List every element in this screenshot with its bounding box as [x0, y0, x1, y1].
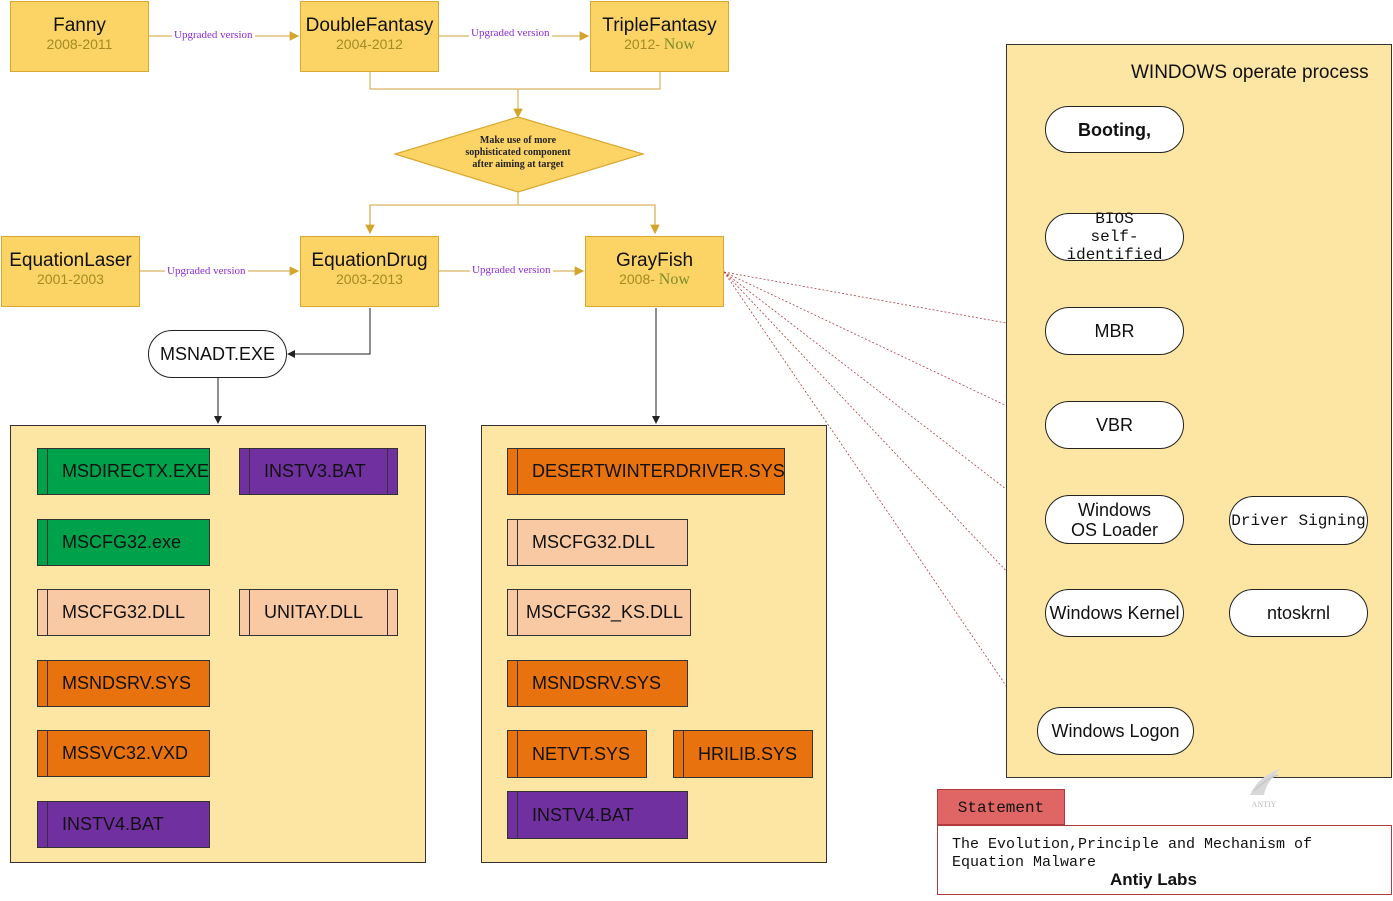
grayfish-files-panel	[481, 425, 827, 863]
ntoskrnl-node[interactable]: ntoskrnl	[1229, 589, 1368, 637]
node-grayfish[interactable]: GrayFish 2008- Now	[585, 236, 724, 307]
msnadt-node[interactable]: MSNADT.EXE	[148, 330, 287, 378]
step-os-loader-line2: OS Loader	[1070, 519, 1159, 540]
file-instv4-bat[interactable]: INSTV4.BAT	[37, 801, 210, 848]
equationdrug-files-panel	[10, 425, 426, 863]
statement-tab: Statement	[937, 789, 1065, 825]
antiy-logo-mark	[1250, 769, 1280, 795]
step-booting[interactable]: Booting,	[1045, 106, 1184, 153]
statement-org: Antiy Labs	[1110, 870, 1197, 889]
file-desertwinterdriver-sys[interactable]: DESERTWINTERDRIVER.SYS	[507, 448, 785, 495]
node-fanny-years: 2008-2011	[46, 36, 113, 52]
file-unitay-dll[interactable]: UNITAY.DLL	[239, 589, 398, 636]
node-triplefantasy-name: TripleFantasy	[602, 15, 717, 36]
file-mscfg32-exe[interactable]: MSCFG32.exe	[37, 519, 210, 566]
decision-line-1: Make use of more	[480, 135, 557, 146]
decision-line-2: sophisticated component	[465, 147, 571, 158]
driver-signing-node[interactable]: Driver Signing	[1229, 496, 1368, 545]
file-msdirectx-exe[interactable]: MSDIRECTX.EXE	[37, 448, 210, 495]
node-equationlaser-years: 2001-2003	[37, 271, 104, 287]
edge-label-fanny-double: Upgraded version	[172, 29, 255, 41]
node-equationlaser[interactable]: EquationLaser 2001-2003	[1, 236, 140, 307]
file-mscfg32-ks-dll[interactable]: MSCFG32_KS.DLL	[507, 589, 691, 636]
node-triplefantasy-years: 2012-	[624, 36, 660, 52]
file-netvt-sys[interactable]: NETVT.SYS	[507, 730, 647, 778]
step-vbr[interactable]: VBR	[1045, 401, 1184, 449]
file-hrilib-sys[interactable]: HRILIB.SYS	[673, 730, 813, 778]
node-equationlaser-name: EquationLaser	[9, 250, 132, 271]
edge-label-double-triple: Upgraded version	[469, 27, 552, 39]
antiy-logo: ANTIY	[1244, 765, 1284, 811]
node-grayfish-years: 2008-	[619, 271, 655, 287]
node-triplefantasy-now: Now	[663, 36, 695, 53]
file-instv3-bat[interactable]: INSTV3.BAT	[239, 448, 398, 495]
node-equationdrug-name: EquationDrug	[311, 250, 428, 271]
step-mbr[interactable]: MBR	[1045, 307, 1184, 355]
node-grayfish-name: GrayFish	[615, 250, 694, 271]
step-os-loader[interactable]: Windows OS Loader	[1045, 495, 1184, 544]
node-fanny[interactable]: Fanny 2008-2011	[10, 1, 149, 72]
windows-process-title: WINDOWS operate process	[1131, 62, 1369, 83]
node-triplefantasy[interactable]: TripleFantasy 2012- Now	[590, 1, 729, 72]
node-doublefantasy[interactable]: DoubleFantasy 2004-2012	[300, 1, 439, 72]
node-doublefantasy-name: DoubleFantasy	[305, 15, 434, 36]
node-fanny-name: Fanny	[53, 15, 106, 36]
statement-box: The Evolution,Principle and Mechanism of…	[937, 825, 1392, 895]
file-mscfg32-dll-gf[interactable]: MSCFG32.DLL	[507, 519, 688, 566]
antiy-logo-text: ANTIY	[1251, 800, 1277, 809]
decision-line-3: after aiming at target	[472, 159, 564, 170]
statement-text: The Evolution,Principle and Mechanism of…	[952, 836, 1313, 871]
file-msndsrv-sys[interactable]: MSNDSRV.SYS	[37, 660, 210, 707]
node-equationdrug[interactable]: EquationDrug 2003-2013	[300, 236, 439, 307]
node-grayfish-now: Now	[658, 271, 690, 288]
file-mscfg32-dll[interactable]: MSCFG32.DLL	[37, 589, 210, 636]
step-bios-line2: self-identified	[1066, 228, 1163, 264]
step-bios[interactable]: BIOS self-identified	[1045, 210, 1184, 264]
edge-label-drug-grayfish: Upgraded version	[470, 264, 553, 276]
decision-diamond	[392, 116, 646, 193]
step-bios-line1: BIOS	[1095, 210, 1134, 228]
file-msndsrv-sys-gf[interactable]: MSNDSRV.SYS	[507, 660, 688, 707]
edge-label-laser-drug: Upgraded version	[165, 265, 248, 277]
step-windows-logon[interactable]: Windows Logon	[1037, 707, 1194, 755]
file-mssvc32-vxd[interactable]: MSSVC32.VXD	[37, 730, 210, 777]
step-os-loader-line1: Windows	[1077, 499, 1152, 520]
node-equationdrug-years: 2003-2013	[336, 271, 403, 287]
node-doublefantasy-years: 2004-2012	[336, 36, 403, 52]
step-windows-kernel[interactable]: Windows Kernel	[1045, 589, 1184, 637]
file-instv4-bat-gf[interactable]: INSTV4.BAT	[507, 791, 688, 839]
